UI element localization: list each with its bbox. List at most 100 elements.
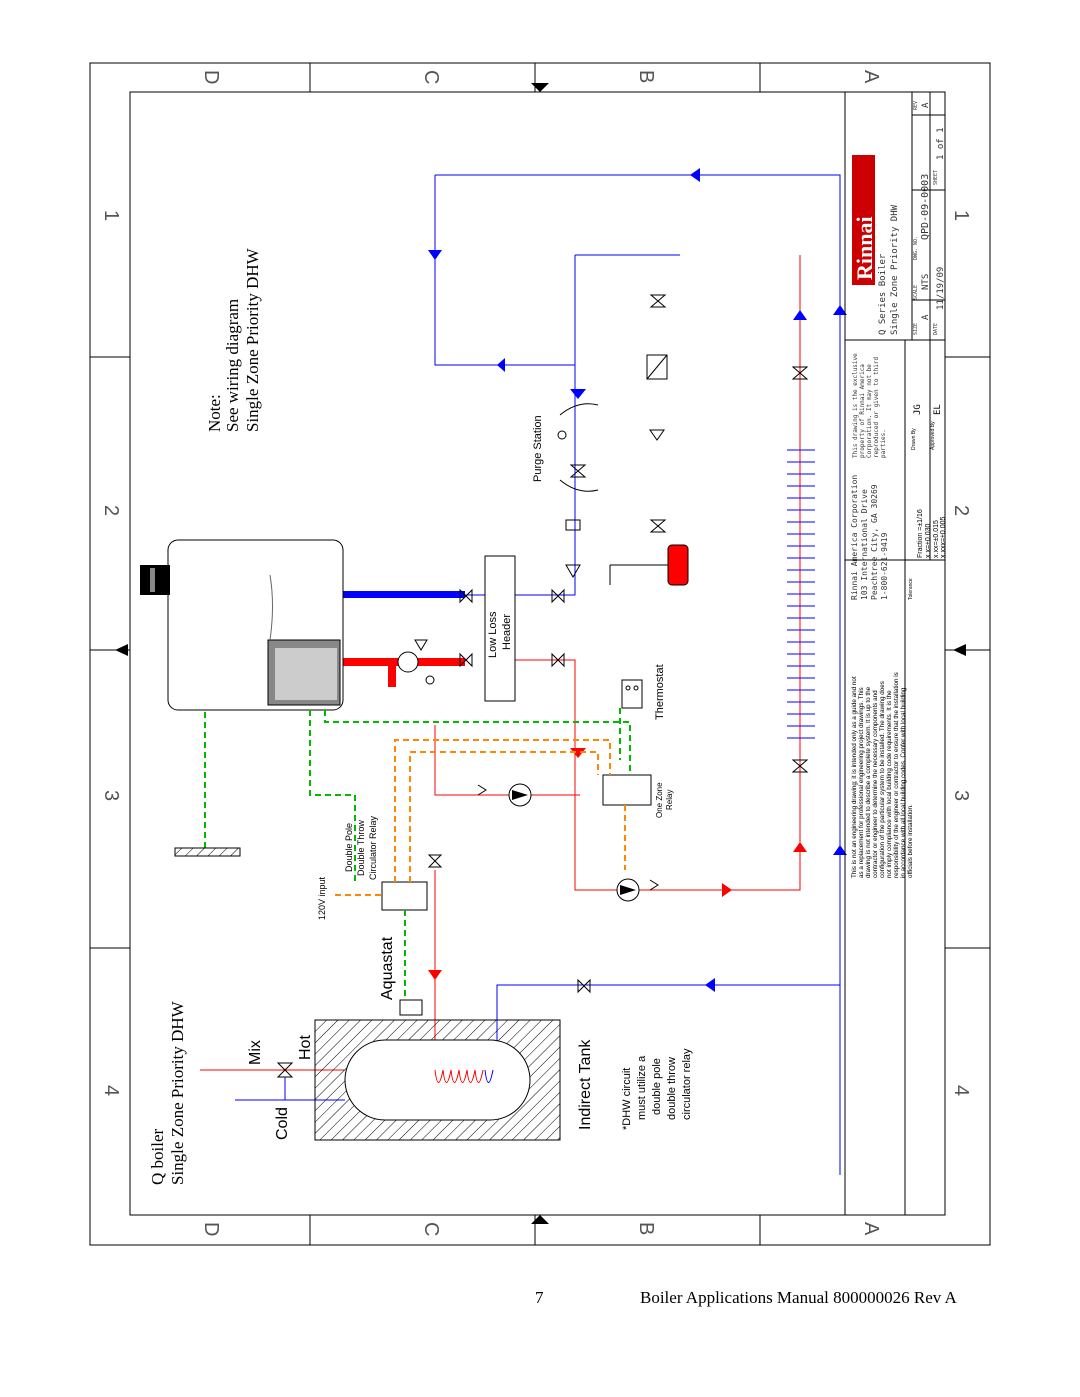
label-one-zone: One Zone [655, 782, 664, 818]
strainer [649, 429, 665, 441]
property-line-2: property of Rinnai America [859, 364, 866, 458]
disclaimer-line-9: officials before installation. [907, 804, 914, 878]
approved-by-value: EL [933, 404, 943, 415]
expansion-tank [667, 544, 689, 586]
ground-symbol [174, 847, 241, 857]
subtitle-line2: Single Zone Priority DHW [168, 1000, 187, 1185]
grid-number-3-right: 3 [950, 790, 972, 801]
check-valve [646, 354, 668, 380]
center-markers [115, 83, 966, 1224]
label-relay-dp-1: Double Pole [344, 823, 354, 872]
grid-number-2-left: 2 [100, 505, 122, 516]
rev-value: A [921, 102, 931, 108]
zone-ticks [90, 63, 990, 1245]
disclaimer-line-3: drawing is not intended to describe a co… [865, 686, 872, 878]
boiler-return-pipe [340, 591, 465, 598]
svg-text:Rinnai: Rinnai [852, 216, 877, 280]
indirect-tank [314, 999, 561, 1141]
footer-manual-title: Boiler Applications Manual 800000026 Rev… [640, 1288, 957, 1307]
property-line-5: parties. [880, 429, 887, 458]
tolerance-3: x.xxx=±0.005 [940, 517, 947, 558]
disclaimer-line-8: in accordance with all local building co… [900, 687, 907, 878]
low-loss-header [484, 555, 516, 702]
property-line-3: Corporation. It may not be [866, 364, 873, 458]
disclaimer-line-2: as a replacement for professional engine… [858, 687, 865, 878]
label-purge-station: Purge Station [532, 415, 544, 482]
grid-letter-a-bottom: A [860, 1222, 882, 1236]
power-wiring [335, 739, 626, 896]
rinnai-logo: Rinnai [852, 155, 877, 285]
note-line1: Note: [205, 394, 224, 432]
disclaimer-line-7: responsibility of the engineer or contra… [893, 672, 900, 878]
label-cold: Cold [274, 1107, 291, 1140]
grid-letter-a-top: A [860, 70, 882, 84]
disclaimer-line-4: contractor or engineer to determine the … [872, 690, 879, 878]
dhw-note-1: *DHW circuit [621, 1068, 633, 1130]
company-line-3: Peachtree City, GA 30269 [870, 484, 879, 600]
dpdt-relay [381, 881, 428, 911]
boiler-unit [140, 539, 344, 711]
label-hot: Hot [297, 1035, 314, 1060]
label-mix: Mix [247, 1040, 264, 1065]
grid-number-3-left: 3 [100, 790, 122, 801]
grid-letter-c-bottom: C [420, 1222, 442, 1236]
drawn-by-value: JG [913, 404, 923, 415]
one-zone-relay [602, 774, 652, 806]
dhw-note-2: must utilize a [636, 1055, 648, 1120]
company-line-2: 103 International Drive [860, 489, 869, 600]
tolerance-label: Tolerance [908, 578, 914, 600]
thermostat [621, 679, 643, 709]
page-number: 7 [535, 1288, 544, 1307]
label-relay: Relay [665, 790, 674, 810]
project-line-1: Q Series Boiler [878, 253, 888, 335]
label-relay-dp-2: Double Throw [356, 820, 366, 876]
label-thermostat: Thermostat [654, 664, 666, 720]
label-indirect-tank: Indirect Tank [577, 1039, 594, 1130]
disclaimer-line-5: configuration of the particular system t… [879, 681, 886, 878]
tolerance-1: x.x=±0.030 [925, 524, 932, 558]
dhw-note-4: double throw [666, 1057, 678, 1120]
circulator-pump-dhw [508, 783, 532, 807]
note-line2: See wiring diagram [223, 299, 242, 432]
property-line-1: This drawing is the exclusive [852, 353, 859, 458]
grid-number-1-right: 1 [950, 210, 972, 221]
baseboard-radiator [787, 449, 815, 739]
label-header: Header [501, 614, 513, 650]
property-line-4: reproduced or given to third [873, 356, 880, 458]
grid-number-2-right: 2 [950, 505, 972, 516]
title-block [844, 91, 946, 1216]
scale-value: NTS [921, 274, 931, 290]
grid-letter-d-top: D [200, 70, 222, 84]
circulator-pump-zone [616, 878, 640, 902]
tolerance-fraction: Fraction =±1/16 [917, 509, 924, 558]
mixing-valve [276, 1062, 294, 1078]
rev-label: REV [913, 101, 919, 110]
drawn-by-label: Drawn By [911, 428, 917, 450]
dhw-note-3: double pole [651, 1058, 663, 1115]
company-line-1: Rinnai America Corporation [850, 475, 859, 600]
label-relay-dp-3: Circulator Relay [368, 815, 378, 880]
date-label: DATE [933, 323, 939, 335]
grid-number-1-left: 1 [100, 210, 122, 221]
sheet-label: SHEET [933, 170, 939, 185]
dwg-label: DWG. NO. [913, 236, 919, 260]
subtitle-line1: Q boiler [148, 1128, 167, 1185]
grid-letter-d-bottom: D [200, 1222, 222, 1236]
project-line-2: Single Zone Priority DHW [890, 204, 900, 335]
control-wiring [204, 708, 631, 1000]
air-separator [397, 651, 419, 673]
boiler-supply-pipe [340, 658, 400, 666]
size-value: A [921, 314, 931, 320]
dhw-note-5: circulator relay [681, 1048, 693, 1120]
approved-by-label: Approved By [930, 421, 936, 450]
label-aquastat: Aquastat [379, 936, 396, 1000]
grid-letter-c-top: C [420, 70, 442, 84]
label-120v-input: 120V input [317, 876, 327, 920]
isolation-valves [427, 294, 809, 994]
company-line-4: 1-800-621-9419 [880, 532, 889, 600]
grid-number-4-left: 4 [100, 1085, 122, 1096]
grid-letter-b-bottom: B [635, 1222, 657, 1235]
size-label: SIZE [913, 323, 919, 335]
scale-label: SCALE [913, 285, 919, 300]
